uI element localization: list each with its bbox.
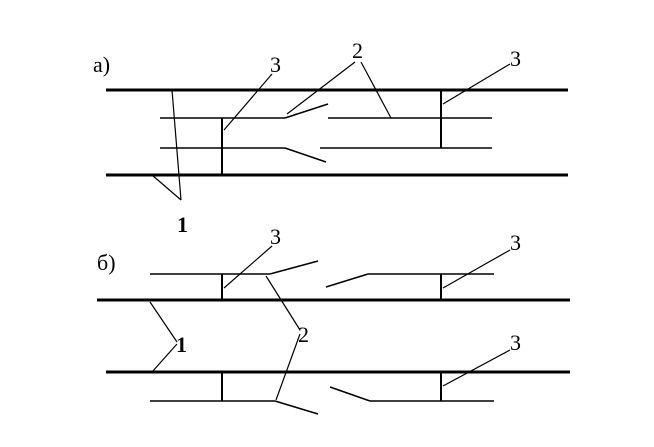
label-b-3-top-left: 3: [270, 224, 281, 249]
leader-a-2-left: [286, 61, 356, 115]
switch-blade-b-top-right: [325, 273, 369, 288]
panel-a-title: а): [93, 52, 110, 77]
leader-b-1-bottom: [151, 343, 178, 373]
leader-b-1-top: [149, 301, 178, 343]
switch-blade-a-upper: [284, 103, 329, 119]
leader-b-2-upper: [265, 275, 301, 331]
label-a-1: 1: [177, 212, 188, 237]
label-a-3-left: 3: [270, 52, 281, 77]
leader-a-3-right: [442, 63, 511, 105]
label-b-1: 1: [176, 332, 187, 357]
switch-blade-b-top-left: [269, 260, 319, 275]
leader-a-1-top: [171, 89, 182, 201]
leader-a-1-bottom: [151, 174, 182, 201]
label-a-2: 2: [352, 38, 363, 63]
leader-b-2-lower: [275, 333, 301, 401]
switch-blade-b-bottom-left: [274, 400, 319, 415]
leader-a-3-left: [223, 73, 273, 131]
panel-b-title: б): [97, 250, 116, 275]
leader-b-3-top-left: [223, 245, 273, 289]
leader-a-2-right: [360, 61, 392, 119]
leader-b-3-bottom-right: [442, 349, 511, 387]
label-b-2: 2: [298, 322, 309, 347]
panel-b: [97, 245, 570, 415]
label-b-3-top-right: 3: [510, 230, 521, 255]
panel-a: [106, 61, 568, 201]
label-b-3-bottom-right: 3: [510, 330, 521, 355]
leader-b-3-top-right: [442, 249, 511, 289]
switch-blade-a-lower: [284, 147, 327, 163]
switch-blade-b-bottom-right: [329, 386, 371, 402]
label-a-3-right: 3: [510, 46, 521, 71]
